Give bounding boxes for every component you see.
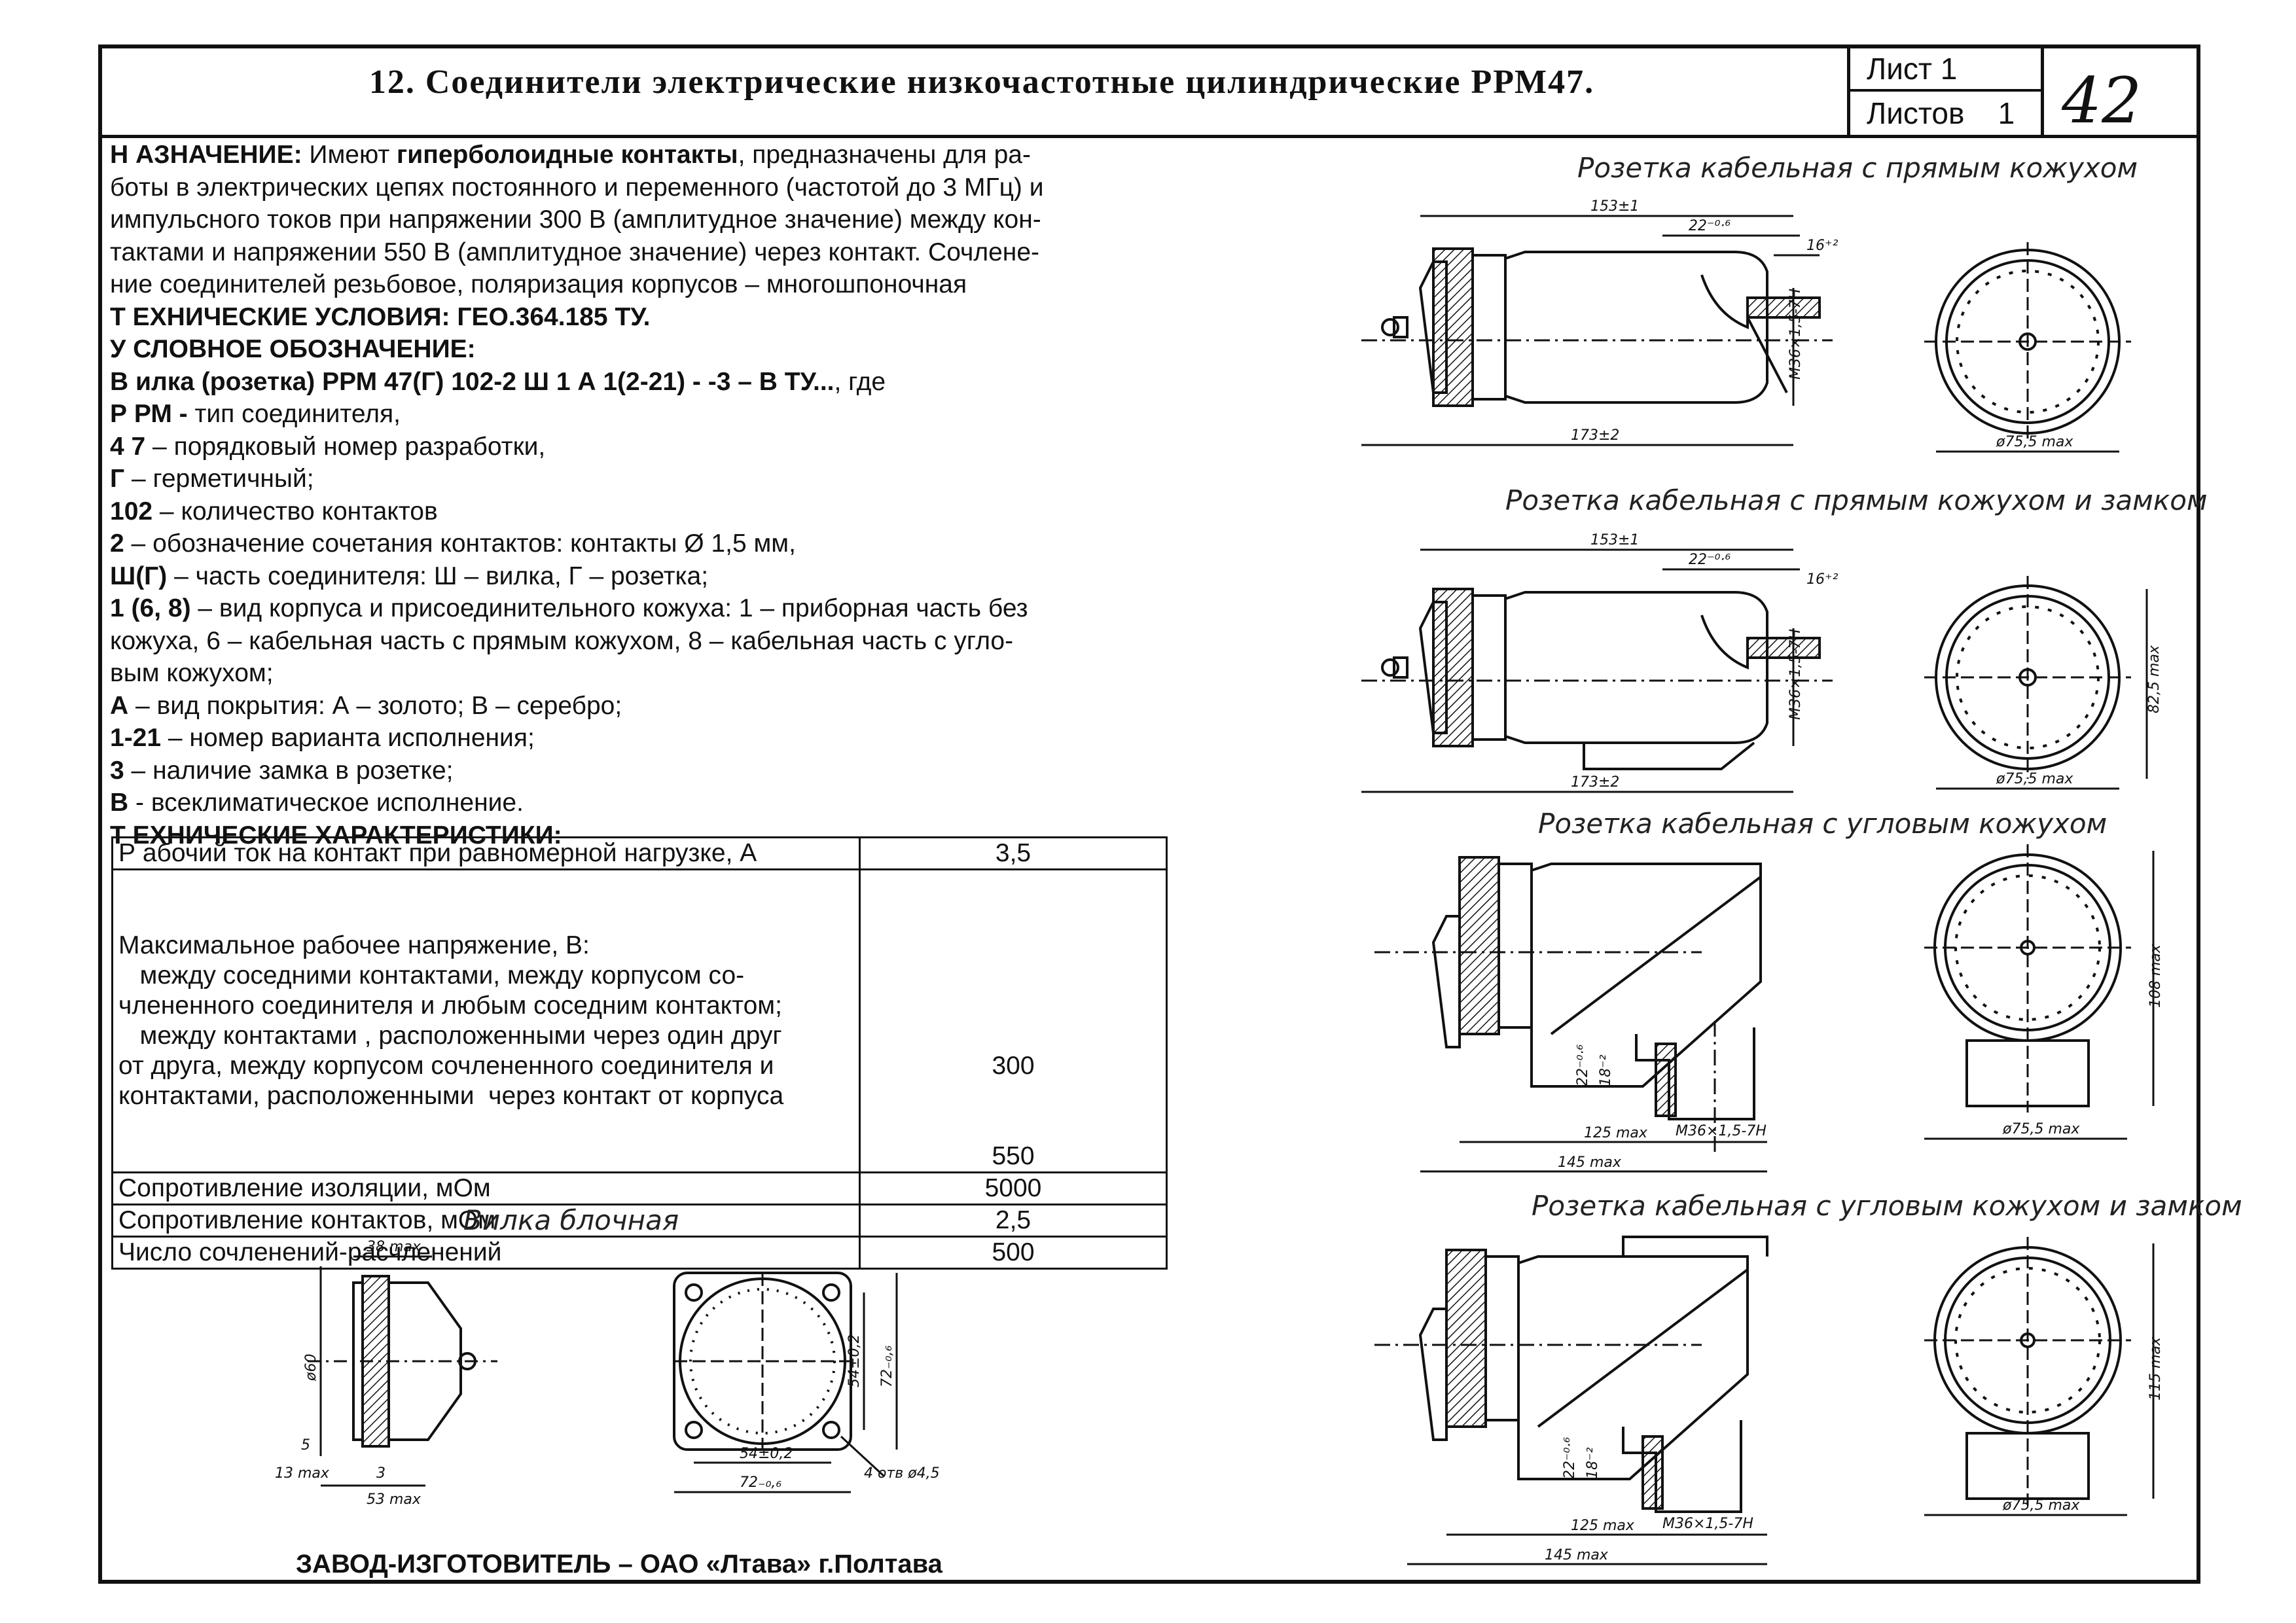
desc-line: У СЛОВНОЕ ОБОЗНАЧЕНИЕ: <box>110 335 476 363</box>
desc-line: 4 7 – порядковый номер разработки, <box>110 432 546 461</box>
param-cell: Р абочий ток на контакт при равномерной … <box>111 836 861 870</box>
desc-line: вым кожухом; <box>110 659 274 687</box>
page-title: 12. Соединители электрические низкочасто… <box>368 63 1595 101</box>
desc-line: 2 – обозначение сочетания контактов: кон… <box>110 529 796 558</box>
desc-line: А – вид покрытия: А – золото; В – серебр… <box>110 691 622 720</box>
caption-straight: Розетка кабельная с прямым кожухом <box>1577 152 2138 184</box>
desc-line: Т ЕХНИЧЕСКИЕ УСЛОВИЯ: ГЕО.364.185 ТУ. <box>110 302 651 331</box>
param-cell: Сопротивление изоляции, мОм <box>111 1171 861 1205</box>
value-cell: 2,5 <box>859 1204 1168 1238</box>
param-cell: Максимальное рабочее напряжение, В: межд… <box>111 868 861 1173</box>
sheets-label: Листов 1 <box>1867 96 2015 130</box>
header-divider <box>98 135 2200 138</box>
value-cell: 500 <box>859 1236 1168 1270</box>
header-mid-line <box>1847 89 2041 92</box>
desc-line: Н АЗНАЧЕНИЕ: Имеют гиперболоидные контак… <box>110 141 1031 169</box>
desc-line: импульсного токов при напряжении 300 В (… <box>110 205 1041 234</box>
desc-line: 102 – количество контактов <box>110 497 438 526</box>
desc-line: Г – герметичный; <box>110 465 314 493</box>
desc-line: тактами и напряжении 550 В (амплитудное … <box>110 238 1040 266</box>
value-cell: 3,5 <box>859 836 1168 870</box>
caption-straight-lock: Розетка кабельная с прямым кожухом и зам… <box>1505 484 2208 516</box>
header-vline-2 <box>2041 45 2044 136</box>
page-frame <box>98 45 2200 1584</box>
desc-line: 1 (6, 8) – вид корпуса и присоединительн… <box>110 594 1028 622</box>
caption-block-plug: Вилка блочная <box>463 1204 679 1236</box>
table-row: Максимальное рабочее напряжение, В: межд… <box>111 868 1168 1173</box>
desc-line: 3 – наличие замка в розетке; <box>110 756 454 785</box>
desc-line: бoты в электрических цепях постоянного и… <box>110 173 1044 202</box>
spec-table: Р абочий ток на контакт при равномерной … <box>111 836 1168 1270</box>
param-cell: Сопротивление контактов, мОм <box>111 1204 861 1238</box>
sheet-label: Лист 1 <box>1867 52 1958 86</box>
desc-line: кожуха, 6 – кабельная часть с прямым кож… <box>110 626 1014 655</box>
desc-line: В - всеклиматическое исполнение. <box>110 789 524 817</box>
desc-line: Р РМ - тип соединителя, <box>110 400 401 428</box>
table-row: Р абочий ток на контакт при равномерной … <box>111 836 1168 870</box>
desc-line: В илка (розетка) РРМ 47(Г) 102-2 Ш 1 А 1… <box>110 367 886 396</box>
value-cell: 5000 <box>859 1171 1168 1205</box>
description-block: Н АЗНАЧЕНИЕ: Имеют гиперболоидные контак… <box>110 139 1157 851</box>
desc-line: ние соединителей резьбовое, поляризация … <box>110 270 967 298</box>
page-number: 42 <box>2062 64 2142 137</box>
manufacturer-footer: ЗАВОД-ИЗГОТОВИТЕЛЬ – ОАО «Лтава» г.Полта… <box>296 1550 942 1578</box>
caption-angled-lock: Розетка кабельная с угловым кожухом и за… <box>1532 1190 2242 1222</box>
desc-line: 1-21 – номер варианта исполнения; <box>110 724 535 752</box>
param-cell: Число сочленений-расчленений <box>111 1236 861 1270</box>
caption-angled: Розетка кабельная с угловым кожухом <box>1538 808 2108 840</box>
desc-line: Ш(Г) – часть соединителя: Ш – вилка, Г –… <box>110 562 709 590</box>
